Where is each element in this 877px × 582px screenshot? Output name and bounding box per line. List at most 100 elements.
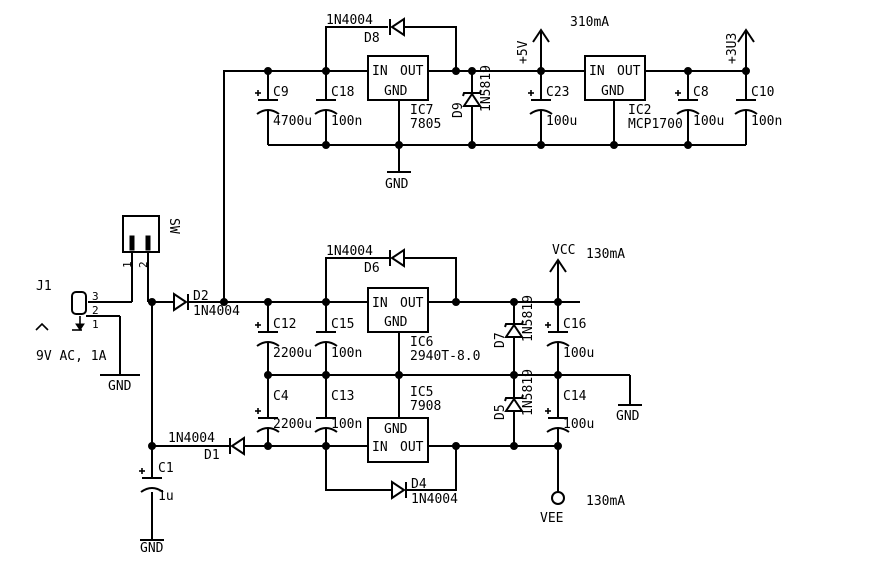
diode-d2 bbox=[173, 292, 189, 312]
c4-label: C4 bbox=[273, 389, 289, 404]
ic5-in-pin: IN bbox=[372, 440, 388, 455]
diode-d9 bbox=[462, 89, 482, 107]
diode-d1 bbox=[229, 436, 245, 456]
regulator-ic2 bbox=[584, 55, 646, 101]
vcc-arrow bbox=[549, 258, 567, 273]
d5-label: D5 bbox=[493, 404, 508, 420]
regulator-ic5 bbox=[367, 417, 429, 463]
c10-value: 100n bbox=[751, 114, 782, 129]
vee-terminal bbox=[551, 491, 565, 505]
c14-label: C14 bbox=[563, 389, 587, 404]
ic2-label: IC2 bbox=[628, 103, 651, 118]
d6-label: D6 bbox=[364, 261, 380, 276]
c18-value: 100n bbox=[331, 114, 362, 129]
gnd-label-c1: GND bbox=[140, 541, 164, 556]
d8-type-label: 1N4004 bbox=[326, 13, 373, 28]
c16-label: C16 bbox=[563, 317, 586, 332]
ic2-in-pin: IN bbox=[589, 64, 605, 79]
c15-value: 100n bbox=[331, 346, 362, 361]
ic7-out-pin: OUT bbox=[400, 64, 424, 79]
c8-label: C8 bbox=[693, 85, 709, 100]
c9-value: 4700u bbox=[273, 114, 312, 129]
regulator-ic6 bbox=[367, 287, 429, 333]
c12-value: 2200u bbox=[273, 346, 312, 361]
c10-label: C10 bbox=[751, 85, 774, 100]
current-130ma-vee-label: 130mA bbox=[586, 494, 625, 509]
d5-type-label: 1N5819 bbox=[521, 369, 536, 416]
d4-label: D4 bbox=[411, 477, 427, 492]
c23-value: 100u bbox=[546, 114, 577, 129]
regulator-ic7 bbox=[367, 55, 429, 101]
ic7-gnd-pin: GND bbox=[384, 84, 408, 99]
capacitors-bipolar bbox=[255, 322, 570, 433]
d7-type-label: 1N5819 bbox=[521, 295, 536, 342]
vcc-label: VCC bbox=[552, 243, 575, 258]
c9-label: C9 bbox=[273, 85, 289, 100]
c14-value: 100u bbox=[563, 417, 594, 432]
ic5-gnd-pin: GND bbox=[384, 422, 408, 437]
ic7-in-pin: IN bbox=[372, 64, 388, 79]
plus3v3-arrow bbox=[737, 28, 755, 43]
ic5-out-pin: OUT bbox=[400, 440, 424, 455]
capacitors-top bbox=[255, 90, 758, 115]
d9-label: D9 bbox=[451, 102, 466, 118]
ic6-out-pin: OUT bbox=[400, 296, 424, 311]
ic6-in-pin: IN bbox=[372, 296, 388, 311]
j1-pin3-label: 3 bbox=[92, 290, 99, 303]
c13-label: C13 bbox=[331, 389, 354, 404]
sw-label: SW bbox=[166, 218, 181, 234]
d4-type-label: 1N4004 bbox=[411, 492, 458, 507]
capacitor-c1 bbox=[139, 468, 164, 493]
diode-d6 bbox=[389, 248, 405, 268]
ic2-type-label: MCP1700 bbox=[628, 117, 683, 132]
ic7-type-label: 7805 bbox=[410, 117, 441, 132]
d8-label: D8 bbox=[364, 31, 380, 46]
c13-value: 100n bbox=[331, 417, 362, 432]
j1-pin2-label: 2 bbox=[92, 304, 99, 317]
current-130ma-vcc-label: 130mA bbox=[586, 247, 625, 262]
ic6-gnd-pin: GND bbox=[384, 315, 408, 330]
c18-label: C18 bbox=[331, 85, 354, 100]
d1-label: D1 bbox=[204, 448, 220, 463]
c16-value: 100u bbox=[563, 346, 594, 361]
plus5v-arrow bbox=[532, 28, 550, 43]
c15-label: C15 bbox=[331, 317, 354, 332]
sw-pin1-label: 1 bbox=[121, 261, 134, 268]
d2-label: D2 bbox=[193, 289, 209, 304]
ic7-label: IC7 bbox=[410, 103, 433, 118]
d9-type-label: 1N5819 bbox=[479, 65, 494, 112]
sw-pin2-label: 2 bbox=[137, 261, 150, 268]
c1-label: C1 bbox=[158, 461, 174, 476]
plus3v3-label: +3U3 bbox=[725, 33, 740, 64]
ic2-out-pin: OUT bbox=[617, 64, 641, 79]
input-wires bbox=[35, 215, 580, 541]
gnd-label-top: GND bbox=[385, 177, 409, 192]
diode-d8 bbox=[389, 17, 405, 37]
c4-value: 2200u bbox=[273, 417, 312, 432]
d7-label: D7 bbox=[493, 332, 508, 348]
d2-type-label: 1N4004 bbox=[193, 304, 240, 319]
d6-type-label: 1N4004 bbox=[326, 244, 373, 259]
junctions-top bbox=[264, 67, 750, 149]
c23-label: C23 bbox=[546, 85, 569, 100]
plus5v-label: +5V bbox=[516, 40, 531, 64]
j1-label: J1 bbox=[36, 279, 52, 294]
ic6-label: IC6 bbox=[410, 335, 433, 350]
j1-pin1-label: 1 bbox=[92, 318, 99, 331]
diode-d5 bbox=[504, 394, 524, 412]
c12-label: C12 bbox=[273, 317, 296, 332]
current-310ma-label: 310mA bbox=[570, 15, 609, 30]
ic5-label: IC5 bbox=[410, 385, 433, 400]
ic5-type-label: 7908 bbox=[410, 399, 441, 414]
junctions-bottom bbox=[148, 298, 562, 450]
ic2-gnd-pin: GND bbox=[601, 84, 625, 99]
gnd-label-input: GND bbox=[108, 379, 132, 394]
diode-d4 bbox=[391, 480, 407, 500]
input-rating-label: 9V AC, 1A bbox=[36, 349, 107, 364]
gnd-label-mid: GND bbox=[616, 409, 640, 424]
vee-label: VEE bbox=[540, 511, 563, 526]
c1-value: 1u bbox=[158, 489, 174, 504]
ic6-type-label: 2940T-8.0 bbox=[410, 349, 480, 364]
